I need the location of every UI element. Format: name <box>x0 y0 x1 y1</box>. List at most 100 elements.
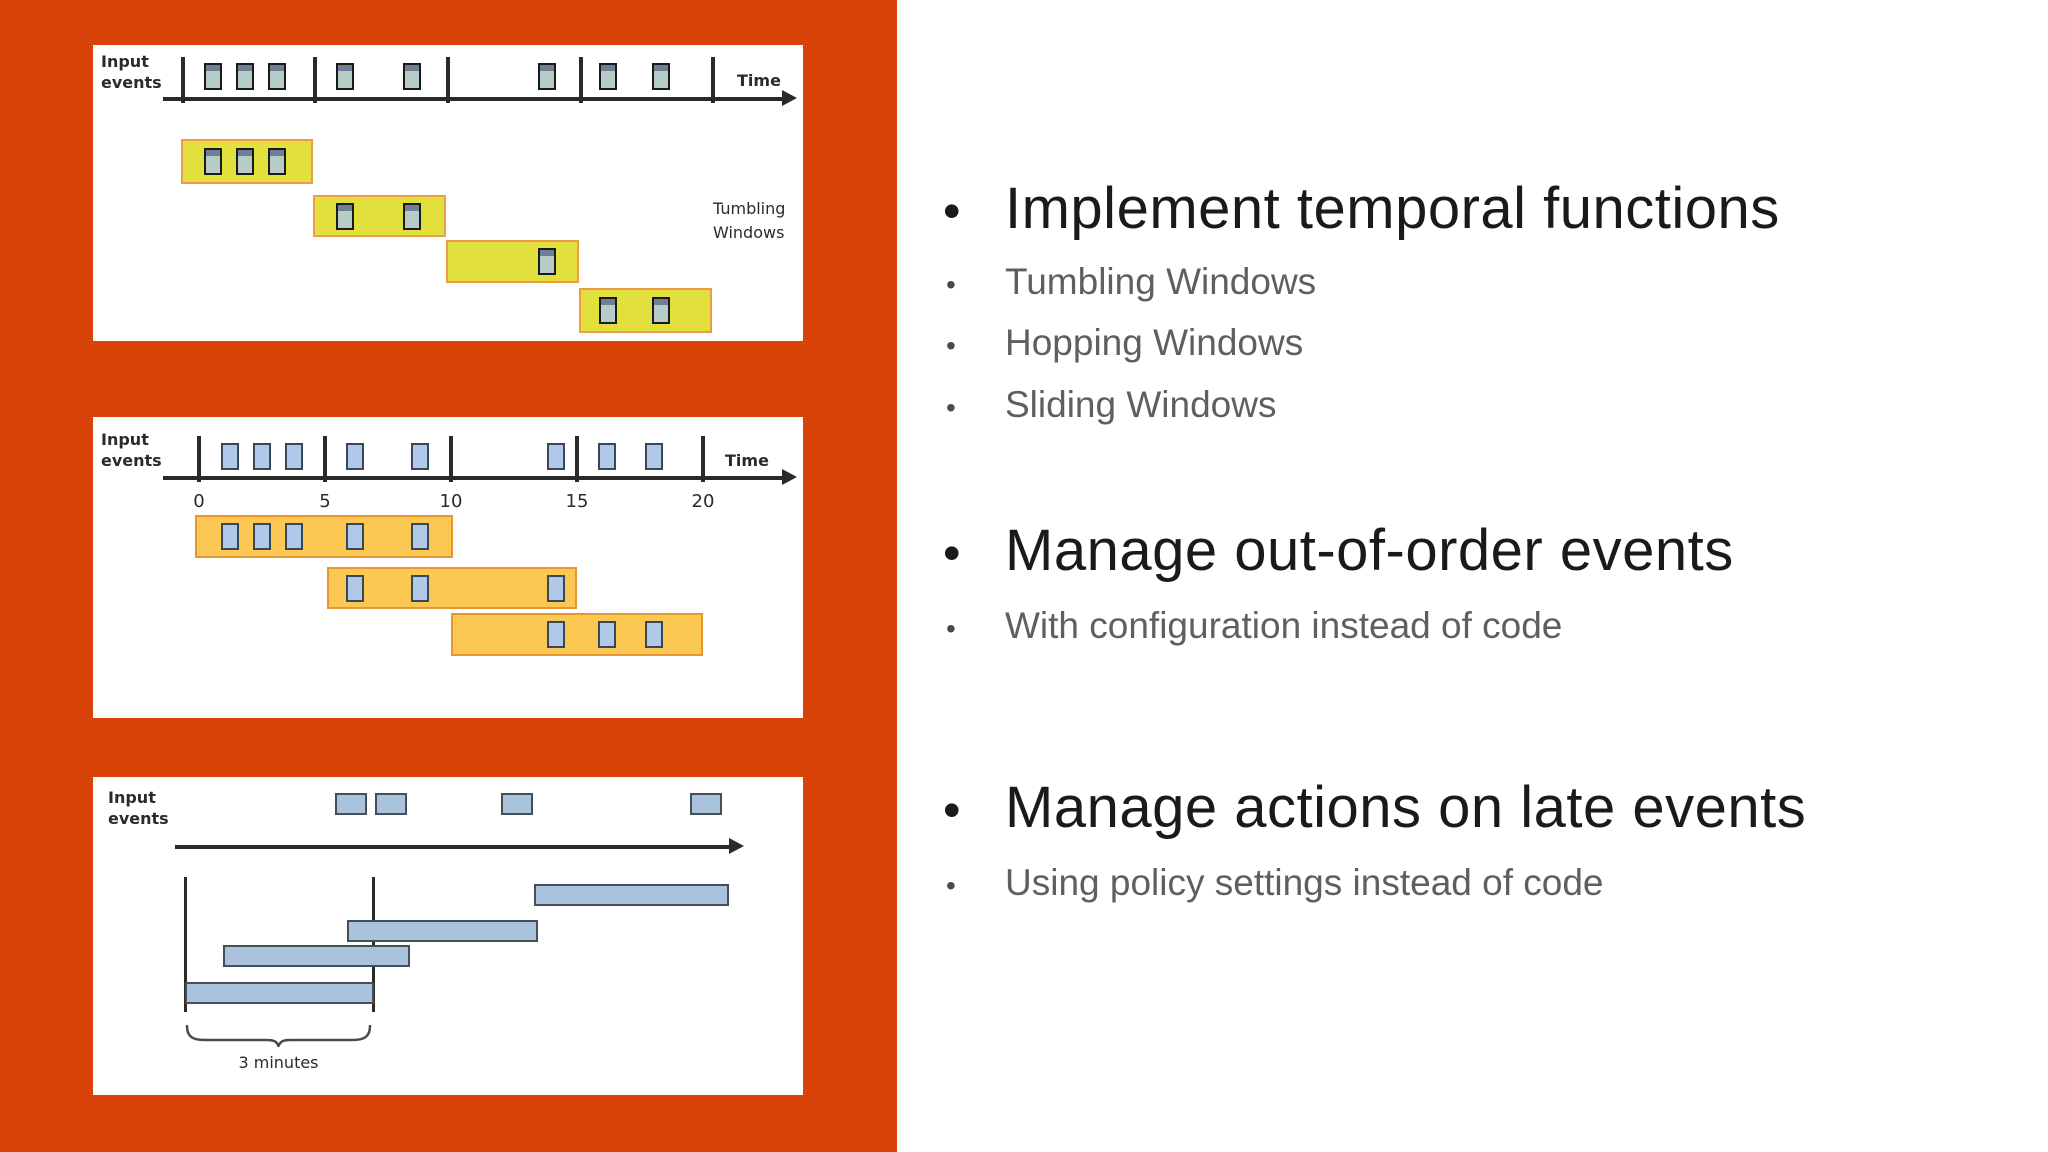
sub-bullet-tumbling-windows: • Tumbling Windows <box>946 261 1316 303</box>
axis-tick <box>449 436 453 482</box>
event-marker <box>411 575 429 602</box>
bullet-icon: • <box>946 870 956 901</box>
axis-tick-label: 15 <box>565 491 589 512</box>
event-marker <box>547 575 565 602</box>
time-label: Time <box>737 71 781 90</box>
axis-tick-label: 20 <box>691 491 715 512</box>
event-marker <box>221 443 239 470</box>
event-marker <box>335 793 367 815</box>
window-rect-yellow <box>181 139 313 184</box>
window-boundary-line <box>184 877 187 1012</box>
axis-tick <box>313 57 317 103</box>
event-marker <box>346 523 364 550</box>
diagram-hopping-windows: Input events 0 5 10 15 20 Time <box>93 417 803 718</box>
input-events-label: Input events <box>101 52 162 92</box>
window-bar <box>534 884 729 906</box>
sub-bullet-using-policy-settings: • Using policy settings instead of code <box>946 862 1604 904</box>
bullet-icon: • <box>946 269 956 300</box>
axis-tick <box>579 57 583 103</box>
window-boundary-line <box>372 877 375 1012</box>
window-rect-yellow <box>313 195 446 237</box>
sub-bullet-label: With configuration instead of code <box>1005 605 1563 646</box>
event-marker <box>599 297 617 324</box>
event-marker <box>221 523 239 550</box>
timeline-arrowhead <box>729 838 744 854</box>
event-marker <box>375 793 407 815</box>
input-events-label: Input events <box>108 788 169 828</box>
axis-tick <box>446 57 450 103</box>
bullet-icon: • <box>943 525 962 581</box>
bullet-title: Implement temporal functions <box>1005 176 1780 241</box>
window-bar <box>223 945 410 967</box>
event-marker <box>652 297 670 324</box>
event-marker <box>645 443 663 470</box>
sub-bullet-label: Sliding Windows <box>1005 384 1277 425</box>
axis-tick-label: 5 <box>319 491 331 512</box>
bullet-title: Manage out-of-order events <box>1005 518 1734 583</box>
axis-tick-label: 10 <box>439 491 463 512</box>
axis-tick <box>701 436 705 482</box>
event-marker <box>204 63 222 90</box>
event-marker <box>538 63 556 90</box>
sub-bullet-label: Tumbling Windows <box>1005 261 1317 302</box>
event-marker <box>346 443 364 470</box>
timeline-axis <box>175 845 730 849</box>
sub-bullet-label: Using policy settings instead of code <box>1005 862 1604 903</box>
window-rect-amber <box>327 567 577 609</box>
sub-bullet-with-configuration: • With configuration instead of code <box>946 605 1562 647</box>
timeline-axis <box>163 97 783 101</box>
event-marker <box>403 63 421 90</box>
bullet-icon: • <box>946 330 956 361</box>
axis-tick <box>323 436 327 482</box>
event-marker <box>336 63 354 90</box>
axis-tick-label: 0 <box>193 491 205 512</box>
event-marker <box>411 443 429 470</box>
event-marker <box>268 148 286 175</box>
event-marker <box>204 148 222 175</box>
sub-bullet-sliding-windows: • Sliding Windows <box>946 384 1276 426</box>
axis-tick <box>181 57 185 103</box>
axis-tick <box>197 436 201 482</box>
sub-bullet-label: Hopping Windows <box>1005 322 1304 363</box>
bullet-implement-temporal-functions: • Implement temporal functions <box>943 175 1780 242</box>
bullet-icon: • <box>943 782 962 838</box>
event-marker <box>598 621 616 648</box>
duration-label: 3 minutes <box>238 1053 319 1072</box>
bullet-icon: • <box>946 392 956 423</box>
window-bar <box>347 920 538 942</box>
event-marker <box>268 63 286 90</box>
event-marker <box>346 575 364 602</box>
event-marker <box>652 63 670 90</box>
event-marker <box>598 443 616 470</box>
event-marker <box>411 523 429 550</box>
event-marker <box>285 523 303 550</box>
axis-tick <box>711 57 715 103</box>
event-marker <box>236 63 254 90</box>
time-label: Time <box>725 451 769 470</box>
event-marker <box>690 793 722 815</box>
event-marker <box>538 248 556 275</box>
bullet-title: Manage actions on late events <box>1005 775 1807 840</box>
window-rect-amber <box>451 613 703 656</box>
bullet-icon: • <box>943 183 962 239</box>
diagram-caption: Tumbling Windows <box>713 199 786 242</box>
window-rect-yellow <box>446 240 579 283</box>
timeline-arrowhead <box>782 90 797 106</box>
event-marker <box>236 148 254 175</box>
duration-brace-icon <box>185 1024 372 1050</box>
event-marker <box>403 203 421 230</box>
event-marker <box>547 621 565 648</box>
event-marker <box>285 443 303 470</box>
window-bar <box>185 982 374 1004</box>
axis-tick <box>575 436 579 482</box>
event-marker <box>253 443 271 470</box>
sub-bullet-hopping-windows: • Hopping Windows <box>946 322 1303 364</box>
event-marker <box>645 621 663 648</box>
bullet-manage-out-of-order-events: • Manage out-of-order events <box>943 517 1734 584</box>
bullet-icon: • <box>946 613 956 644</box>
event-marker <box>336 203 354 230</box>
input-events-label: Input events <box>101 430 162 470</box>
